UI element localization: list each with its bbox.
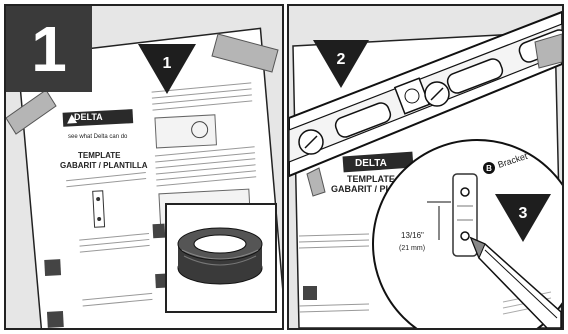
measure-value: 13/16" — [401, 231, 424, 240]
template-title-line2: GABARIT / PLANTILLA — [60, 161, 148, 170]
callout-label-1: 1 — [163, 55, 172, 72]
step-number-badge: 1 — [6, 6, 92, 92]
panel-right-artwork: DELTA TEMPLATE GABARIT / PLANTILLA 2 — [289, 6, 562, 328]
template-title-line1: TEMPLATE — [78, 151, 121, 160]
template-tagline: see what Delta can do — [68, 134, 128, 140]
template-brand-right: DELTA — [355, 158, 387, 169]
template-brand: DELTA — [74, 112, 103, 122]
measure-metric: (21 mm) — [399, 245, 425, 252]
panel-step-1: DELTA see what Delta can do TEMPLATE GAB… — [4, 4, 284, 330]
tape-roll-inset — [166, 204, 276, 312]
callout-label-3: 3 — [519, 205, 528, 222]
callout-label-2: 2 — [337, 51, 346, 68]
panel-step-2-3: DELTA TEMPLATE GABARIT / PLANTILLA 2 — [287, 4, 564, 330]
template-title-right-line1: TEMPLATE — [347, 174, 395, 184]
bracket-badge-letter: B — [486, 164, 492, 173]
